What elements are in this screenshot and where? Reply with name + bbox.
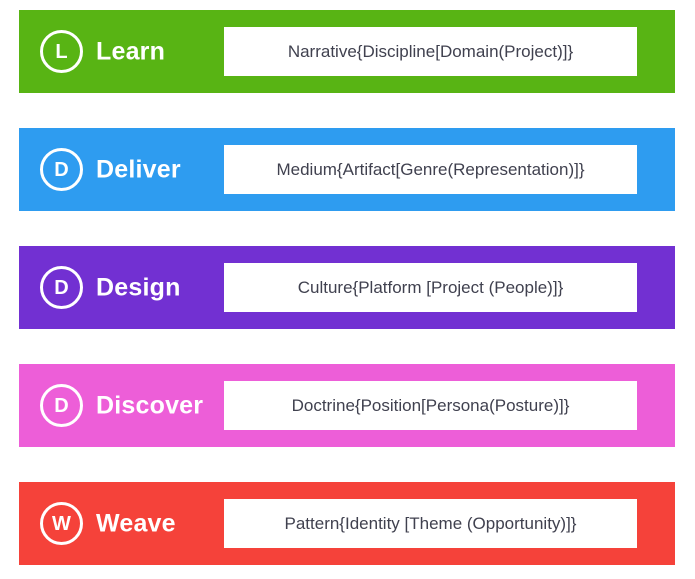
- badge-letter: W: [52, 512, 71, 535]
- badge-letter: D: [54, 158, 69, 181]
- row-label: Weave: [96, 509, 176, 537]
- circle-letter-icon: W: [40, 502, 83, 545]
- process-row: W Weave Pattern{Identity [Theme (Opportu…: [19, 482, 675, 565]
- circle-letter-icon: D: [40, 266, 83, 309]
- row-label: Learn: [96, 37, 166, 65]
- value-text: Medium{Artifact[Genre(Representation)]}: [276, 159, 585, 179]
- value-box: Doctrine{Position[Persona(Posture)]}: [224, 381, 637, 430]
- process-row: D Deliver Medium{Artifact[Genre(Represen…: [19, 128, 675, 211]
- badge-letter: L: [55, 40, 68, 63]
- process-row: L Learn Narrative{Discipline[Domain(Proj…: [19, 10, 675, 93]
- circle-letter-icon: D: [40, 384, 83, 427]
- value-box: Culture{Platform [Project (People)]}: [224, 263, 637, 312]
- badge-letter: D: [54, 394, 69, 417]
- row-label: Design: [96, 273, 181, 301]
- value-text: Pattern{Identity [Theme (Opportunity)]}: [284, 513, 577, 533]
- value-box: Medium{Artifact[Genre(Representation)]}: [224, 145, 637, 194]
- value-box: Pattern{Identity [Theme (Opportunity)]}: [224, 499, 637, 548]
- circle-letter-icon: D: [40, 148, 83, 191]
- value-text: Doctrine{Position[Persona(Posture)]}: [291, 395, 570, 415]
- badge-letter: D: [54, 276, 69, 299]
- row-label: Deliver: [96, 155, 181, 183]
- process-row: D Discover Doctrine{Position[Persona(Pos…: [19, 364, 675, 447]
- value-text: Narrative{Discipline[Domain(Project)]}: [287, 41, 574, 61]
- value-box: Narrative{Discipline[Domain(Project)]}: [224, 27, 637, 76]
- value-text: Culture{Platform [Project (People)]}: [297, 277, 564, 297]
- row-label: Discover: [96, 391, 204, 419]
- process-row: D Design Culture{Platform [Project (Peop…: [19, 246, 675, 329]
- circle-letter-icon: L: [40, 30, 83, 73]
